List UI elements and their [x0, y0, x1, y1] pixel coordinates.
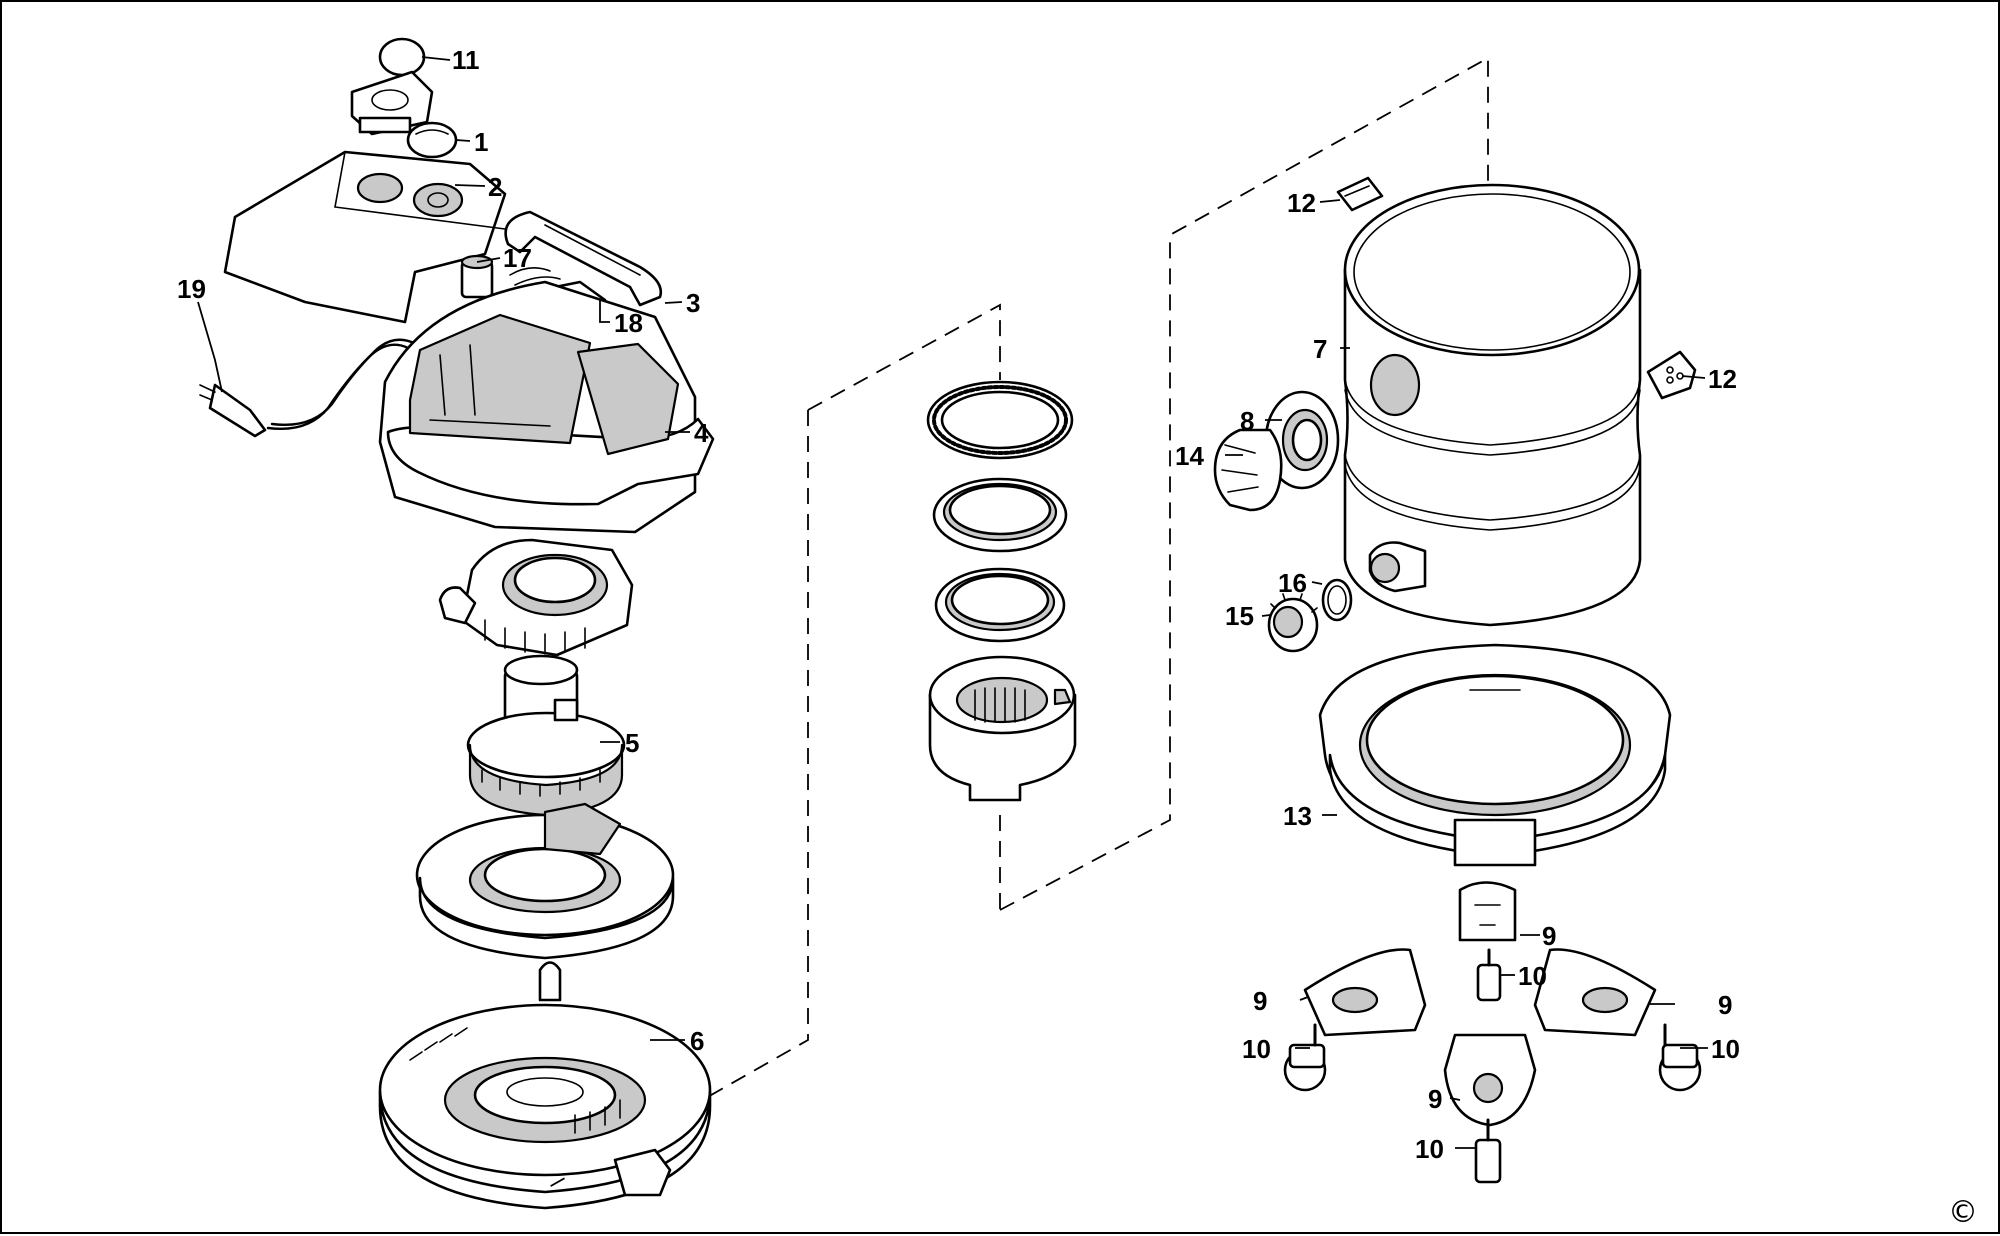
callout-19: 19 [177, 274, 206, 304]
part-motor-lower-ring [415, 802, 675, 960]
callout-8: 8 [1240, 406, 1254, 436]
part-9-caster-mount-right [1533, 948, 1657, 1037]
callout-10-top: 10 [1518, 961, 1547, 991]
callout-7: 7 [1313, 334, 1327, 364]
part-11-socket-cover [350, 37, 434, 136]
callout-18: 18 [614, 308, 643, 338]
part-filter-gear-ring [926, 380, 1074, 460]
callout-14: 14 [1175, 441, 1204, 471]
callout-10-bottom: 10 [1415, 1134, 1444, 1164]
part-10-caster-left [1283, 1023, 1327, 1092]
callout-5: 5 [625, 728, 639, 758]
part-10-caster-top [1476, 948, 1502, 1002]
part-10-caster-right [1658, 1023, 1702, 1092]
callout-13: 13 [1283, 801, 1312, 831]
part-4-motor-housing [378, 280, 715, 534]
part-9-caster-mount-bottom [1443, 1033, 1537, 1127]
callout-10-right: 10 [1711, 1034, 1740, 1064]
callout-16: 16 [1278, 568, 1307, 598]
callout-3: 3 [686, 288, 700, 318]
callout-12-side: 12 [1708, 364, 1737, 394]
part-filter-cage [928, 655, 1077, 802]
callout-1: 1 [474, 127, 488, 157]
callout-9-bottom: 9 [1428, 1084, 1442, 1114]
part-10-caster-bottom [1474, 1118, 1502, 1184]
part-2-top-cover [223, 150, 507, 324]
callout-9-top: 9 [1542, 921, 1556, 951]
callout-15: 15 [1225, 601, 1254, 631]
part-16-o-ring [1321, 578, 1353, 622]
part-motor-upper-ring [438, 538, 634, 657]
part-9-caster-mount-left [1303, 948, 1427, 1037]
part-13-drum-base [1318, 643, 1672, 867]
callout-10-left: 10 [1242, 1034, 1271, 1064]
part-12-clip-side [1646, 350, 1697, 400]
part-19-power-cord [199, 338, 428, 438]
part-8-inlet-flange [1264, 390, 1340, 490]
callout-2: 2 [488, 172, 502, 202]
part-12-clip-top [1336, 176, 1384, 212]
part-3-handle [504, 210, 663, 307]
callout-6: 6 [690, 1026, 704, 1056]
copyright-symbol: © [1948, 1195, 1978, 1230]
part-6-base [378, 961, 712, 1210]
callout-12-top: 12 [1287, 188, 1316, 218]
part-5-motor [466, 654, 626, 817]
part-14-inlet-connector [1213, 428, 1283, 512]
part-filter-ring-2 [934, 567, 1066, 643]
callout-9-left: 9 [1253, 986, 1267, 1016]
part-filter-ring-1 [932, 477, 1068, 553]
part-1-knob [406, 121, 458, 159]
part-17-switch [460, 254, 494, 299]
callout-17: 17 [503, 243, 532, 273]
callout-labels: 11 1 2 17 3 19 18 4 5 6 12 7 12 8 14 16 … [177, 45, 1740, 1164]
callout-9-right: 9 [1718, 990, 1732, 1020]
callout-11: 11 [452, 45, 480, 75]
part-9-caster-mount-top [1458, 881, 1517, 942]
part-15-cap [1267, 593, 1319, 653]
callout-leaders [197, 56, 1708, 1149]
part-7-drum [1343, 183, 1642, 627]
callout-4: 4 [694, 418, 709, 448]
